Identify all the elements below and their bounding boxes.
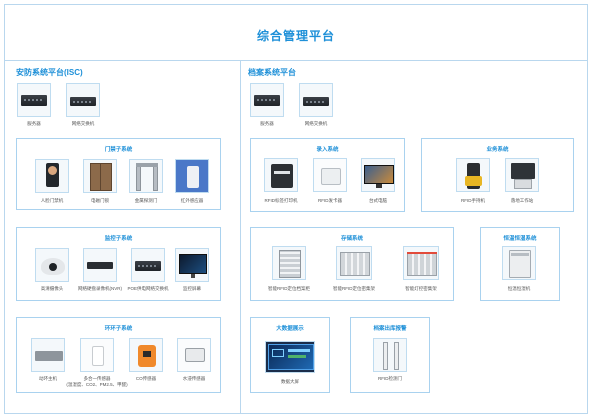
monitor-screen-icon — [175, 248, 209, 282]
business-system-box: 业务系统 — [421, 138, 574, 212]
archive-cabinet-icon — [272, 246, 306, 280]
isc-platform-title: 安防系统平台(ISC) — [16, 68, 83, 77]
subsystem-title: 档案出库报警 — [373, 326, 407, 332]
server-icon — [17, 83, 51, 117]
device-label: RFID手持机 — [461, 198, 485, 203]
device-label: 网络硬盘录像机(NVR) — [78, 286, 122, 291]
subsystem-title: 环环子系统 — [104, 326, 133, 332]
device-label: 网络交换机 — [71, 121, 95, 126]
device-label: RFID发卡器 — [318, 198, 342, 203]
desktop-pc-icon — [361, 158, 395, 192]
device-label: 智能RFID定位密集架 — [333, 286, 375, 291]
title-divider — [4, 60, 588, 61]
page-title: 综合管理平台 — [256, 29, 335, 43]
poe-switch-icon — [131, 248, 165, 282]
device-label: 人脸门禁机 — [40, 198, 64, 203]
label-printer-icon — [264, 158, 298, 192]
climate-unit-icon — [502, 246, 536, 280]
light-shelf-icon — [403, 246, 439, 280]
device-label: RFID标签打印机 — [264, 198, 298, 203]
device-label: 电磁门锁 — [91, 198, 109, 203]
device-label: 服务器 — [260, 121, 274, 126]
co-sensor-icon — [129, 338, 163, 372]
device-label: 服务器 — [27, 121, 41, 126]
subsystem-title: 监控子系统 — [104, 236, 133, 242]
nvr-icon — [83, 248, 117, 282]
subsystem-title: 大数据展示 — [276, 326, 304, 332]
device-label: 数据大屏 — [281, 379, 299, 384]
device-label: 恒温恒湿机 — [507, 286, 531, 291]
device-label: 红外感应器 — [180, 198, 204, 203]
subsystem-title: 恒温恒湿系统 — [503, 236, 537, 242]
camera-icon — [35, 248, 69, 282]
device-label: 水浸传感器 — [182, 376, 206, 381]
alarm-system-box: 档案出库报警 — [350, 317, 430, 393]
card-issuer-icon — [313, 158, 347, 192]
metal-detector-door-icon — [129, 159, 163, 193]
subsystem-title: 业务系统 — [486, 147, 509, 153]
device-label: 动环主机 — [39, 376, 57, 381]
big-screen-icon — [265, 341, 315, 373]
infrared-sensor-icon — [175, 159, 209, 193]
device-label: 多合一传感器 (温湿度、CO2、PM2.5、甲醛) — [66, 376, 128, 387]
device-label: POE供电网络交换机 — [127, 286, 169, 291]
subsystem-title: 存储系统 — [340, 236, 363, 242]
device-label: 台式电脑 — [369, 198, 387, 203]
subsystem-title: 门禁子系统 — [104, 147, 133, 153]
device-label: 监控屏幕 — [183, 286, 201, 291]
device-label: 智能RFID定位档案柜 — [268, 286, 310, 291]
device-label: 落地工作站 — [510, 198, 534, 203]
dense-shelf-icon — [336, 246, 372, 280]
device-label: RFID检测门 — [378, 376, 402, 381]
door-lock-icon — [83, 159, 117, 193]
rfid-handheld-icon — [456, 158, 490, 192]
device-label: 高清摄像头 — [40, 286, 64, 291]
network-switch-icon — [66, 83, 100, 117]
device-label: CO传感器 — [135, 376, 157, 381]
device-label: 金属探测门 — [134, 198, 158, 203]
rfid-gate-icon — [373, 338, 407, 372]
device-label: 智能灯控密集架 — [405, 286, 437, 291]
face-terminal-icon — [35, 159, 69, 193]
workstation-icon — [505, 158, 539, 192]
device-label: 网络交换机 — [304, 121, 328, 126]
network-switch-icon — [299, 83, 333, 117]
server-icon — [250, 83, 284, 117]
column-divider — [240, 60, 241, 414]
env-host-icon — [31, 338, 65, 372]
water-sensor-icon — [177, 338, 211, 372]
subsystem-title: 录入系统 — [316, 147, 339, 153]
multi-sensor-icon — [80, 338, 114, 372]
archive-platform-title: 档案系统平台 — [248, 68, 296, 77]
